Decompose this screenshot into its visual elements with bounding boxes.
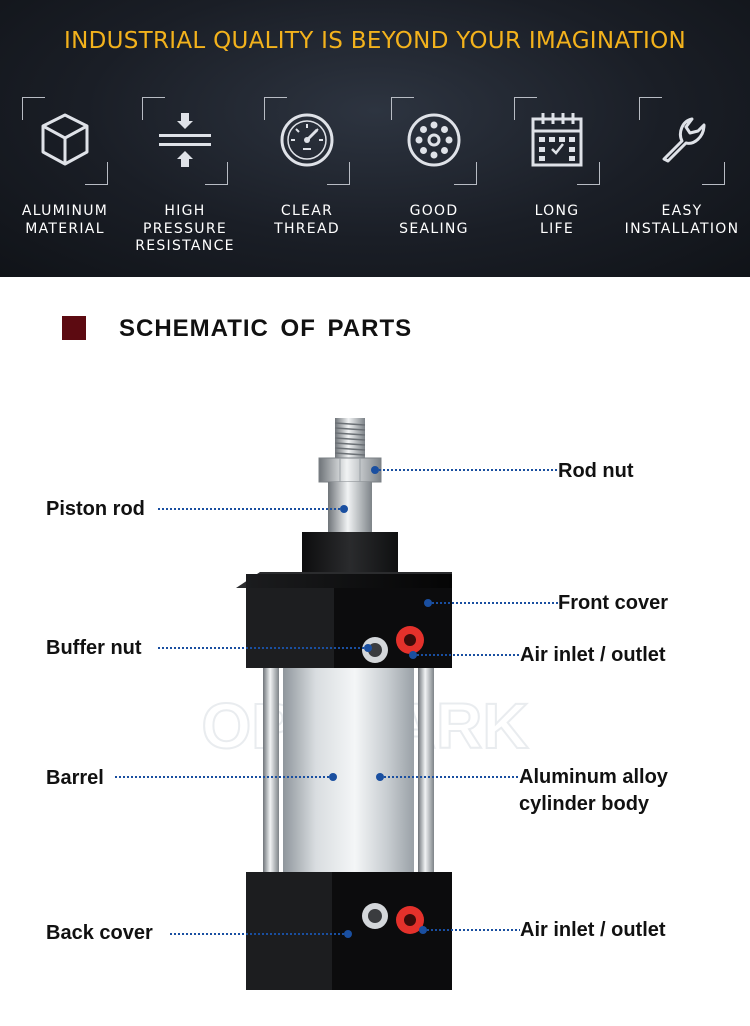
gauge-icon: [280, 113, 334, 167]
label-back-cover: Back cover: [46, 922, 153, 944]
feature-banner: INDUSTRIAL QUALITY IS BEYOND YOUR IMAGIN…: [0, 0, 750, 277]
front-boss: [302, 532, 398, 582]
label-buffer-nut: Buffer nut: [46, 637, 142, 659]
banner-title: INDUSTRIAL QUALITY IS BEYOND YOUR IMAGIN…: [64, 28, 686, 54]
section-title: SCHEMATIC OF PARTS: [119, 315, 413, 342]
label-air-inlet-bottom: Air inlet / outlet: [520, 919, 666, 941]
feature-label: CLEAR THREAD: [274, 203, 340, 237]
rod-nut: [318, 457, 382, 483]
front-air-port: [396, 626, 424, 654]
barrel: [283, 668, 414, 878]
label-body-line2: cylinder body: [519, 793, 650, 815]
feature-label: ALUMINUM MATERIAL: [21, 203, 109, 237]
back-buffer-nut: [362, 903, 388, 929]
label-rod-nut: Rod nut: [558, 460, 634, 482]
label-piston-rod: Piston rod: [46, 498, 145, 520]
piston-rod: [328, 482, 372, 532]
leader-dots: [329, 466, 432, 938]
label-front-cover: Front cover: [558, 592, 669, 614]
tie-rod-left: [263, 668, 279, 878]
seal-ring-icon: [407, 113, 461, 167]
wrench-icon: [662, 117, 706, 163]
pressure-icon: [159, 113, 211, 167]
calendar-icon: [531, 113, 583, 167]
label-body-line1: Aluminum alloy: [519, 766, 668, 788]
leader-lines: [115, 469, 558, 935]
rod-thread: [334, 418, 366, 460]
section-marker: [62, 316, 86, 340]
feature-label: LONG LIFE: [534, 203, 580, 237]
cylinder-schematic: OPPMARK: [115, 418, 558, 990]
label-air-inlet-top: Air inlet / outlet: [520, 644, 666, 666]
cube-icon: [41, 113, 89, 166]
feature-label: GOOD SEALING: [399, 203, 469, 237]
label-barrel: Barrel: [46, 767, 104, 789]
feature-label: HIGH PRESSURE RESISTANCE: [135, 203, 235, 254]
feature-label: EASY INSTALLATION: [624, 203, 740, 237]
back-air-port: [396, 906, 424, 934]
tie-rod-right: [418, 668, 434, 878]
front-cover: [236, 572, 452, 668]
